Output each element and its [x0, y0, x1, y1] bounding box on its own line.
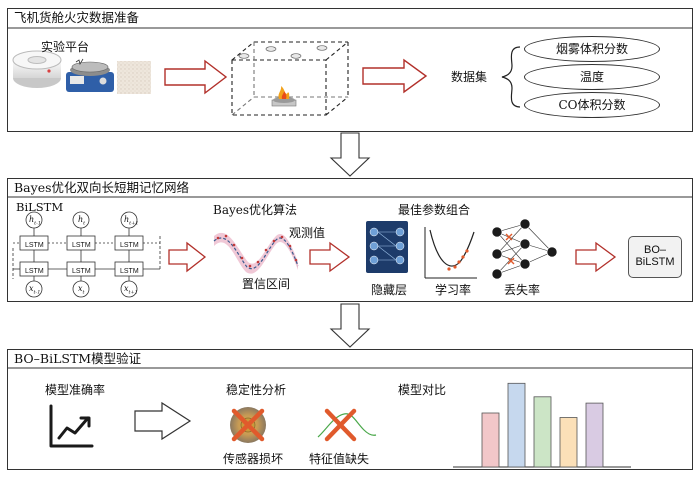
learning-rate-label: 学习率	[435, 283, 472, 297]
lstm-cell-label: LSTM	[120, 268, 139, 275]
hidden-state-label: ht+1	[124, 215, 139, 227]
arrow-to-chamber-icon	[164, 59, 228, 95]
section3-title: BO–BiLSTM模型验证	[14, 351, 142, 366]
feature-missing-label: 特征值缺失	[309, 452, 370, 466]
section2-panel	[7, 178, 693, 302]
comparison-bar	[481, 412, 500, 468]
experiment-platform-label: 实验平台	[41, 40, 90, 54]
observed-label: 观测值	[289, 226, 326, 240]
bo-bilstm-result-box: BO– BiLSTM	[628, 236, 682, 278]
lstm-cell-label: LSTM	[72, 268, 91, 275]
hidden-layer-label: 隐藏层	[371, 283, 408, 297]
bilstm-label: BiLSTM	[16, 200, 64, 214]
section1-title: 飞机货舱火灾数据准备	[14, 10, 140, 25]
dataset-item-co: CO体积分数	[524, 92, 660, 118]
fire-source-icon	[271, 86, 297, 107]
input-label: xt	[78, 284, 85, 296]
dataset-item-temperature: 温度	[524, 64, 660, 90]
cargo-chamber-icon	[231, 41, 349, 116]
dropout-label: 丢失率	[504, 283, 541, 297]
section3-panel	[7, 349, 693, 470]
heating-plate-icon	[66, 58, 114, 92]
arrow-to-params-icon	[309, 241, 351, 273]
ceiling-detector-icons	[238, 45, 328, 59]
lstm-cell-label: LSTM	[25, 268, 44, 275]
bilstm-network-diagram	[12, 211, 161, 298]
feature-missing-icon	[317, 408, 377, 442]
dataset-item-smoke: 烟雾体积分数	[524, 36, 660, 62]
arrow-to-bayes-icon	[168, 241, 207, 273]
input-label: xt+1	[124, 284, 138, 296]
stability-label: 稳定性分析	[226, 383, 287, 397]
comparison-bar	[507, 382, 526, 468]
result-box-line1: BO–	[643, 244, 666, 256]
arrow-down-icon	[329, 132, 371, 177]
best-params-label: 最佳参数组合	[398, 203, 471, 217]
bayes-curve-plot	[213, 232, 299, 274]
comparison-bar	[533, 396, 552, 468]
sensor-damage-label: 传感器损坏	[223, 452, 284, 466]
accuracy-chart-icon	[49, 404, 94, 448]
hidden-layer-icon	[366, 221, 408, 273]
section1-panel	[7, 8, 693, 132]
input-label: xt-1	[29, 284, 41, 296]
confidence-label: 置信区间	[242, 277, 291, 291]
lstm-cell-label: LSTM	[25, 242, 44, 249]
dropout-network-icon	[491, 218, 558, 280]
comparison-bar	[559, 417, 578, 468]
accuracy-label: 模型准确率	[45, 383, 106, 397]
model-comparison-chart	[481, 382, 604, 468]
lstm-cell-label: LSTM	[72, 242, 91, 249]
comparison-label: 模型对比	[398, 383, 447, 397]
arrow-down-icon	[329, 303, 371, 348]
hidden-state-label: ht-1	[29, 215, 42, 227]
arrow-to-dataset-icon	[362, 58, 428, 94]
section2-title: Bayes优化双向长短期记忆网络	[14, 180, 190, 195]
arrow-to-result-icon	[575, 241, 617, 273]
bayes-label: Bayes优化算法	[213, 203, 298, 217]
hidden-state-label: ht	[78, 215, 86, 227]
material-sample-icon	[117, 61, 151, 94]
lstm-cell-label: LSTM	[120, 242, 139, 249]
result-box-line2: BiLSTM	[635, 256, 675, 268]
learning-rate-plot	[424, 227, 477, 279]
dataset-label: 数据集	[451, 70, 488, 84]
sensor-damage-icon	[230, 407, 266, 443]
comparison-bar	[585, 402, 604, 468]
dataset-brace-icon	[501, 46, 521, 108]
arrow-to-stability-icon	[134, 401, 192, 441]
smoke-detector-icon	[12, 50, 62, 88]
